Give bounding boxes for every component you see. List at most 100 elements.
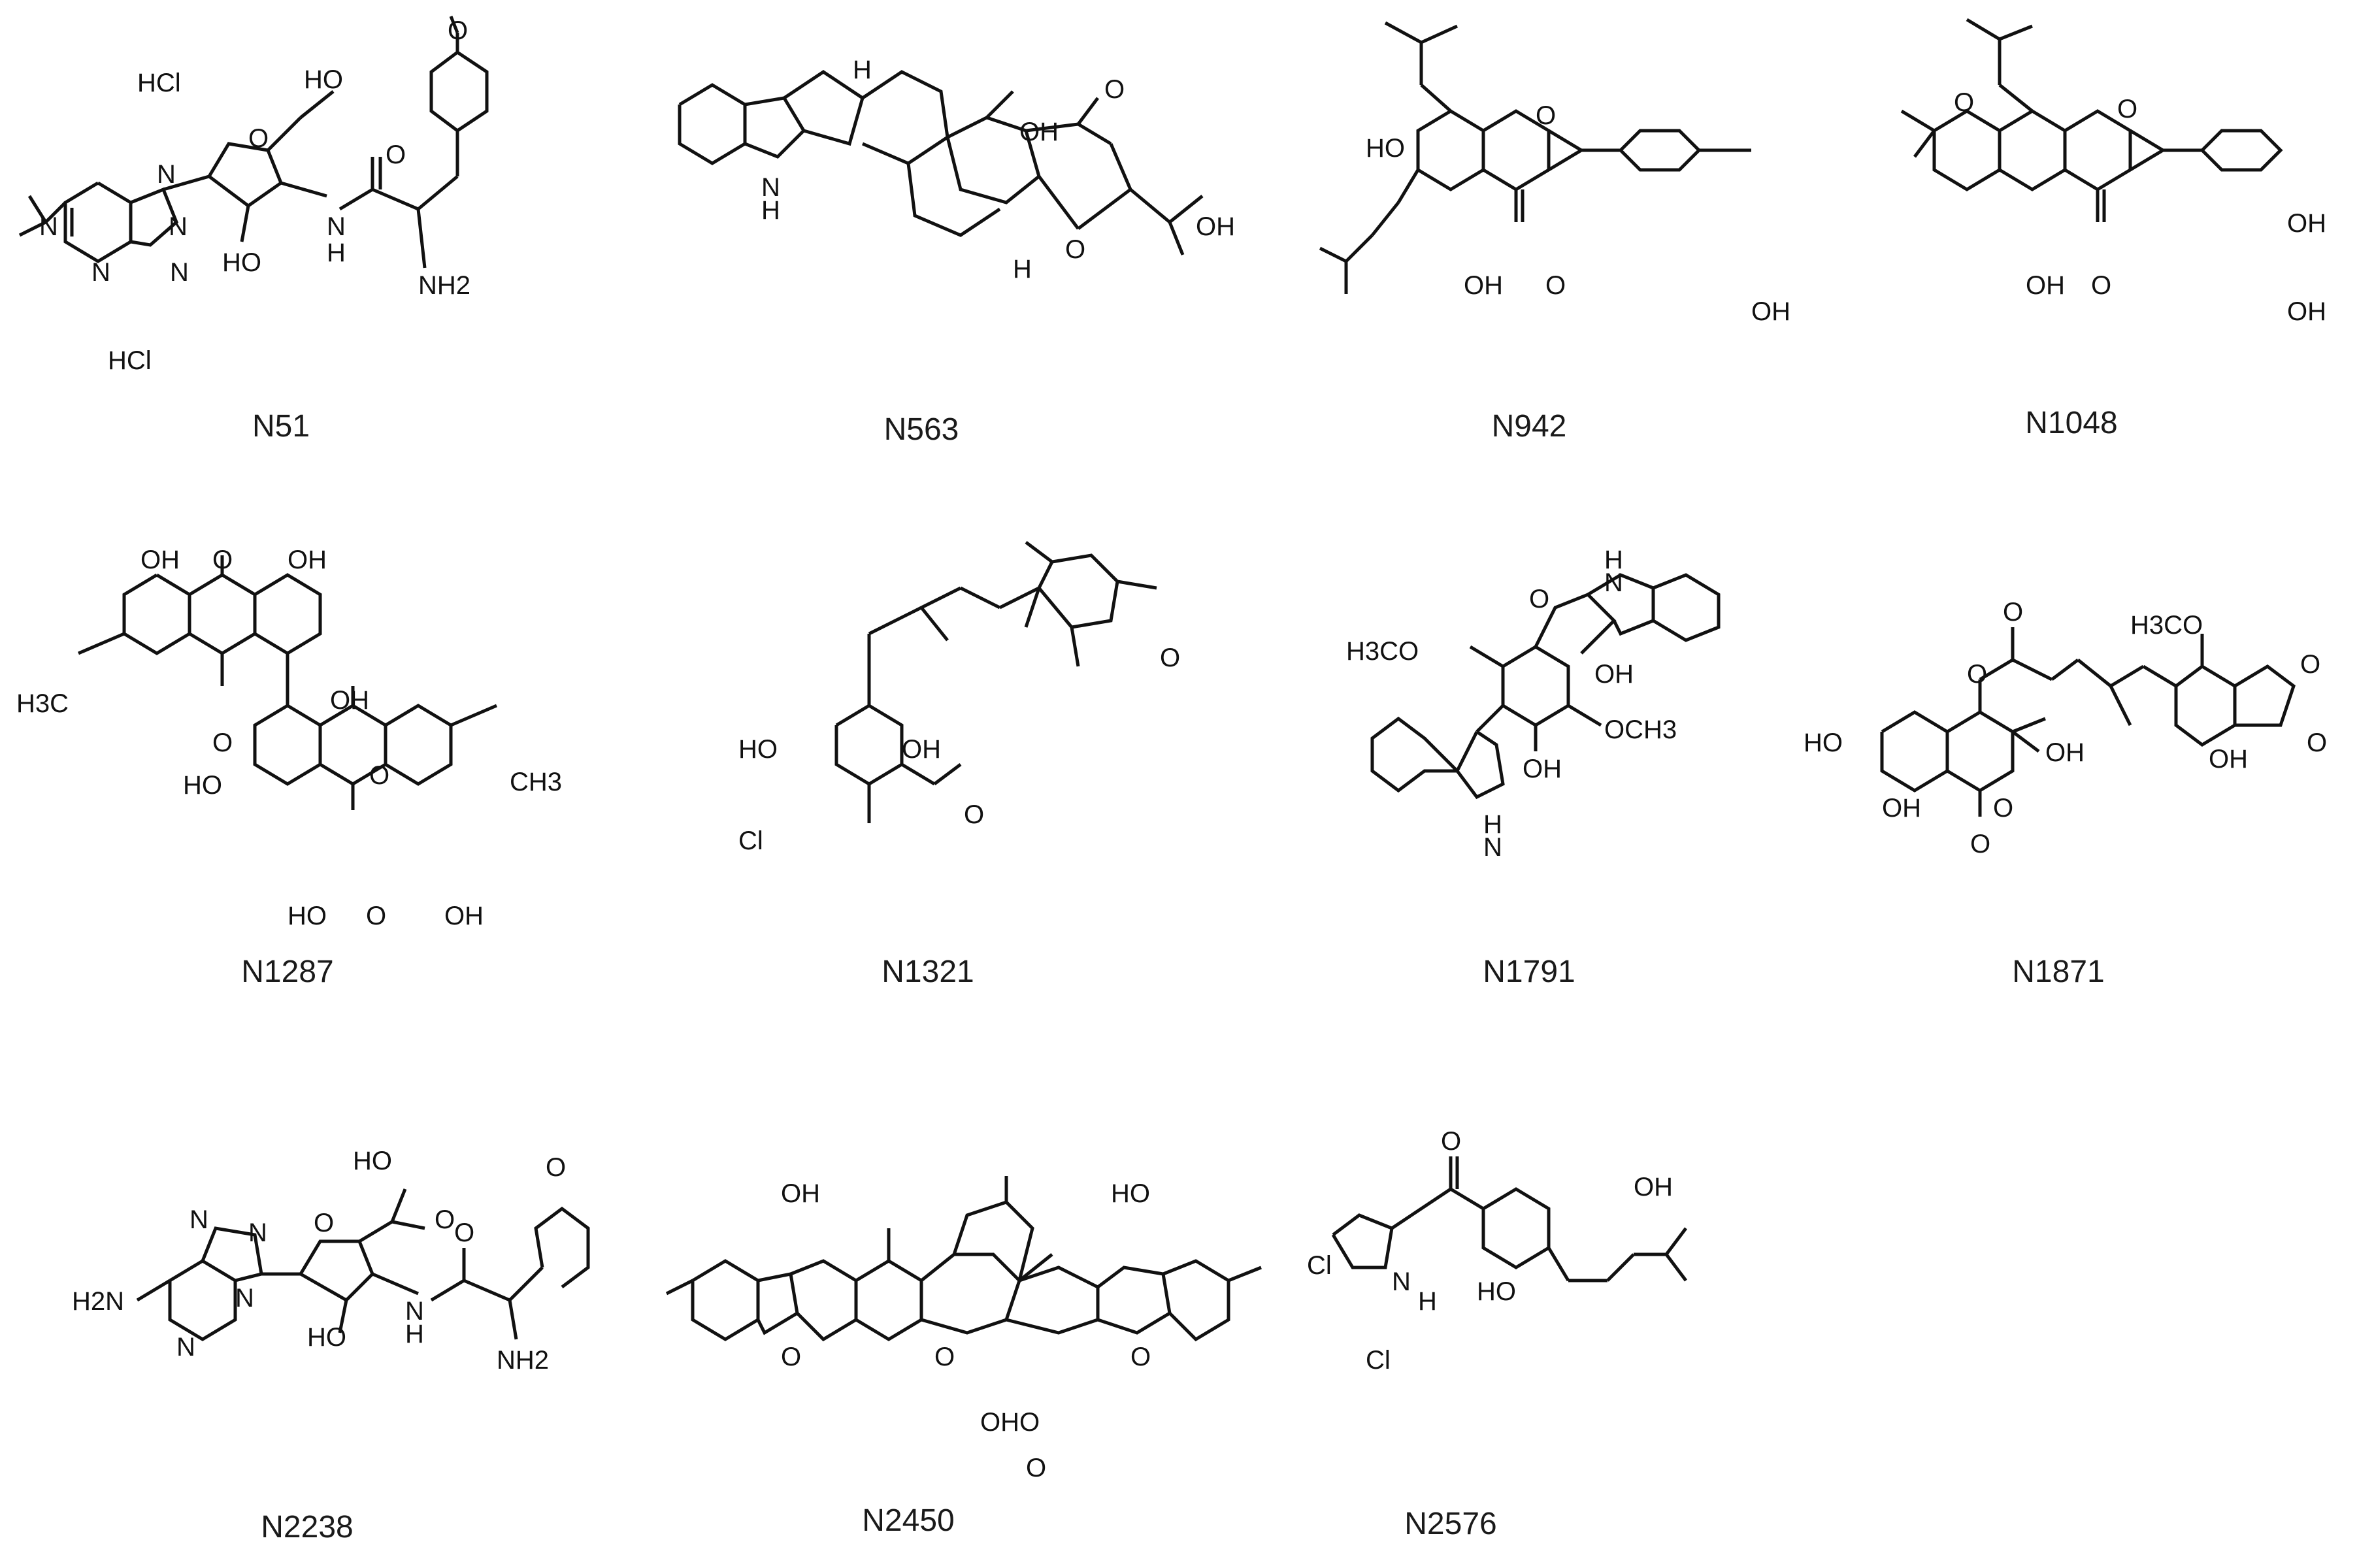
- atom-label: NH2: [497, 1346, 549, 1375]
- compound-label-n2238: N2238: [261, 1510, 354, 1544]
- structure-n1791: H3CO O H N OH OCH3 OH H N: [1346, 546, 1721, 862]
- atom-label: H: [853, 56, 872, 84]
- atom-label: N: [1483, 833, 1502, 862]
- atom-label: O: [546, 1153, 566, 1182]
- atom-label: O: [1954, 88, 1974, 117]
- structure-n2450: OH HO O O O OH O O: [665, 1176, 1262, 1482]
- compound-label-n51: N51: [252, 409, 310, 444]
- atom-label: O: [1529, 585, 1549, 613]
- atom-label: O: [212, 728, 233, 757]
- atom-label: OH: [1882, 794, 1921, 823]
- compound-label-n563: N563: [883, 412, 959, 447]
- atom-label: N: [169, 212, 188, 241]
- atom-label: OH: [444, 902, 484, 928]
- compound-n1287: OH O OH H3C OH O HO O CH3 HO O OH N1287: [0, 536, 621, 1006]
- atom-label: OH: [1464, 271, 1503, 300]
- atom-label: O: [454, 1218, 474, 1247]
- atom-label: N: [39, 212, 58, 241]
- atom-label: O: [1993, 794, 2013, 823]
- atom-label: O: [369, 761, 389, 790]
- compound-n2450: OH HO O O O OH O O N2450: [653, 1124, 1307, 1568]
- atom-label: H3CO: [1346, 637, 1419, 666]
- atom-label: O: [934, 1343, 955, 1371]
- compound-n1871: H3CO O O O HO OH O O OH OH O N1871: [1797, 536, 2374, 1006]
- atom-label: HCl: [108, 346, 152, 375]
- atom-label: CH3: [510, 768, 562, 796]
- atom-label: OH: [902, 735, 941, 764]
- compound-label-n2450: N2450: [862, 1503, 955, 1538]
- structure-n1287: OH O OH H3C OH O HO O CH3 HO O OH: [16, 546, 562, 928]
- atom-label: OH: [2026, 271, 2065, 300]
- atom-label: N: [405, 1297, 424, 1326]
- atom-label: N: [248, 1218, 267, 1247]
- atom-label: O: [435, 1205, 455, 1234]
- atom-label: HO: [353, 1147, 392, 1175]
- atom-label: O: [314, 1209, 334, 1237]
- atom-label: O: [2307, 728, 2327, 757]
- atom-label: HO: [1366, 134, 1405, 163]
- compound-n563: N H H OH O O OH H N563: [621, 0, 1274, 470]
- atom-label: O: [366, 902, 386, 928]
- atom-label: Cl: [738, 826, 763, 855]
- atom-label: O: [1441, 1127, 1461, 1156]
- atom-label: O: [448, 16, 468, 45]
- atom-label: O: [781, 1343, 801, 1371]
- atom-label: O: [2300, 650, 2320, 679]
- atom-label: N: [190, 1205, 208, 1234]
- compound-label-n942: N942: [1491, 409, 1567, 444]
- structure-n2576: O OH Cl N H HO Cl: [1307, 1127, 1687, 1375]
- compound-label-n1048: N1048: [2025, 406, 2118, 440]
- structure-n2238: HO O O O N N N H2N N HO N H O NH2: [72, 1147, 590, 1375]
- atom-label: O: [1160, 644, 1180, 672]
- atom-label: HO: [307, 1323, 346, 1352]
- atom-label: OH: [1594, 660, 1634, 689]
- atom-label: H3CO: [2130, 611, 2203, 640]
- compound-n1048: O O OH O OH OH N1048: [1862, 0, 2374, 470]
- atom-label: O: [386, 140, 406, 169]
- atom-label: H: [405, 1320, 424, 1348]
- atom-label: OH: [2045, 738, 2085, 767]
- atom-label: N: [1392, 1267, 1411, 1296]
- atom-label: N: [91, 258, 110, 287]
- atom-label: H: [327, 238, 346, 267]
- atom-label: OH: [330, 686, 369, 715]
- atom-label: O: [1130, 1343, 1151, 1371]
- atom-label: OCH3: [1604, 715, 1677, 744]
- atom-label: H: [761, 196, 780, 225]
- compound-label-n2576: N2576: [1404, 1507, 1497, 1541]
- compound-label-n1791: N1791: [1483, 955, 1575, 989]
- atom-label: O: [2117, 95, 2137, 123]
- atom-label: O: [1545, 271, 1566, 300]
- atom-label: HO: [738, 735, 778, 764]
- atom-label: O: [1970, 830, 1990, 858]
- atom-label: H: [1604, 546, 1623, 574]
- atom-label: O: [248, 124, 269, 153]
- atom-label: OH: [140, 546, 180, 574]
- compound-n51: HCl HCl N N N N N O HO HO O N H O NH2 N5…: [0, 0, 588, 470]
- atom-label: OH: [1019, 118, 1059, 146]
- atom-label: O: [2003, 598, 2023, 627]
- atom-label: Cl: [1366, 1346, 1391, 1375]
- atom-label: O: [964, 800, 984, 829]
- atom-label: HO: [1804, 728, 1843, 757]
- compound-label-n1287: N1287: [241, 955, 334, 989]
- atom-label: O: [2091, 271, 2111, 300]
- atom-label: O: [1065, 235, 1085, 264]
- atom-label: NH2: [418, 271, 470, 300]
- atom-label: O: [1967, 660, 1987, 689]
- atom-label: H: [1418, 1287, 1437, 1316]
- atom-label: O: [1104, 75, 1125, 104]
- structure-n1048: O O OH O OH OH: [1900, 18, 2326, 326]
- structure-n1871: H3CO O O O HO OH O O OH OH O: [1804, 598, 2327, 858]
- compound-n1321: HO OH Cl O O N1321: [686, 536, 1274, 1006]
- atom-label: N: [170, 258, 189, 287]
- atom-label: N: [761, 173, 780, 202]
- structure-n942: HO O OH O OH: [1319, 21, 1790, 326]
- atom-label: O: [1026, 1454, 1046, 1482]
- atom-label: O: [212, 546, 233, 574]
- atom-label: HO: [304, 65, 343, 94]
- compound-n942: HO O OH O OH N942: [1307, 0, 1830, 470]
- atom-label: OH: [1634, 1173, 1673, 1201]
- compound-label-n1871: N1871: [2012, 955, 2105, 989]
